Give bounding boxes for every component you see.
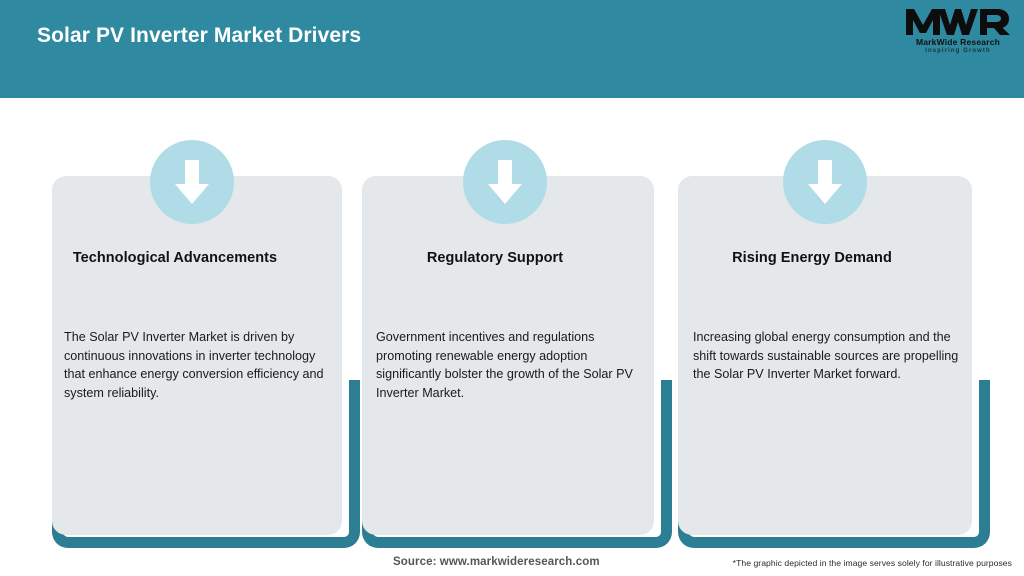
card-badge-1 bbox=[150, 140, 234, 224]
disclaimer-note: *The graphic depicted in the image serve… bbox=[732, 558, 1012, 568]
card-surface-1 bbox=[52, 176, 342, 535]
card-badge-2 bbox=[463, 140, 547, 224]
card-title-2: Regulatory Support bbox=[426, 250, 564, 266]
page-title: Solar PV Inverter Market Drivers bbox=[37, 24, 362, 47]
card-body-2: Government incentives and regulations pr… bbox=[376, 330, 633, 400]
driver-card-1[interactable]: Technological Advancements The Solar PV … bbox=[30, 0, 360, 576]
arrow-down-icon bbox=[175, 160, 209, 204]
card-badge-3 bbox=[783, 140, 867, 224]
card-body-3: Increasing global energy consumption and… bbox=[693, 330, 959, 381]
header-bar: Solar PV Inverter Market Drivers MarkWid… bbox=[0, 0, 1024, 98]
driver-card-2[interactable]: Regulatory Support Government incentives… bbox=[348, 0, 678, 576]
source-label: Source: www.markwideresearch.com bbox=[393, 556, 600, 568]
arrow-down-icon bbox=[808, 160, 842, 204]
markwide-research-logo: MarkWide Research Inspiring Growth bbox=[904, 6, 1012, 60]
card-body-1: The Solar PV Inverter Market is driven b… bbox=[64, 330, 324, 400]
logo-company-name: MarkWide Research bbox=[915, 37, 1001, 47]
card-title-3: Rising Energy Demand bbox=[732, 250, 892, 266]
arrow-down-icon bbox=[488, 160, 522, 204]
driver-card-3[interactable]: Rising Energy Demand Increasing global e… bbox=[665, 0, 995, 576]
card-surface-2 bbox=[362, 176, 654, 535]
card-surface-3 bbox=[678, 176, 972, 535]
mwr-logo-icon bbox=[906, 9, 1010, 35]
card-title-1: Technological Advancements bbox=[72, 250, 278, 266]
logo-tagline: Inspiring Growth bbox=[925, 48, 991, 54]
